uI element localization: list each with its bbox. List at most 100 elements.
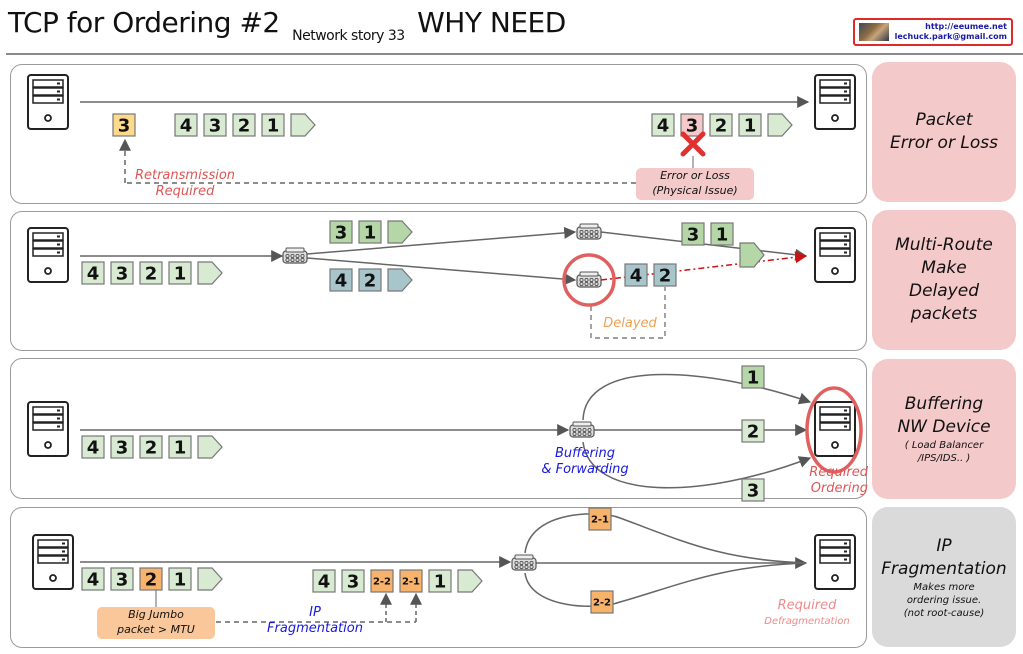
- side-text: Multi-Route: [895, 235, 993, 255]
- packet-box: [399, 569, 423, 593]
- server-led: [57, 417, 60, 420]
- server-led: [844, 243, 847, 246]
- packet-label: 4: [335, 271, 348, 292]
- packet-label: 3: [686, 116, 699, 137]
- server-led: [62, 542, 65, 545]
- router-port: [572, 431, 577, 436]
- packet-box: [329, 220, 353, 244]
- server-drive: [32, 406, 64, 415]
- side-label-multi-route: Multi-Route Make Delayed packets: [872, 210, 1016, 350]
- sender-server: [27, 227, 69, 283]
- packet-box: [329, 268, 353, 292]
- delayed-packet: 4: [624, 263, 648, 287]
- router-port: [514, 564, 519, 569]
- router-port: [572, 428, 577, 433]
- server-led: [57, 251, 60, 254]
- label-line: IP: [309, 605, 321, 620]
- server-power: [49, 574, 57, 582]
- delayed-packet: 2: [653, 263, 677, 287]
- contact-url[interactable]: http://eeumee.net: [925, 22, 1007, 31]
- sender-packet: 1: [261, 113, 285, 137]
- router-port: [295, 254, 300, 259]
- route-a-packet: 3: [329, 220, 353, 244]
- router-top: [285, 247, 305, 253]
- router-port: [584, 278, 589, 283]
- side-note: (not root-cause): [903, 607, 985, 619]
- packet-label: 4: [318, 572, 331, 593]
- packet-head-arrow: [387, 268, 413, 292]
- note-line: Big Jumbo: [128, 608, 184, 621]
- contact-email[interactable]: lechuck.park@gmail.com: [894, 32, 1007, 41]
- router-port: [579, 278, 584, 283]
- packet-box: [370, 569, 394, 593]
- server-drive: [32, 248, 64, 257]
- packet-box: [710, 222, 734, 246]
- note-line: Error or Loss: [660, 169, 730, 182]
- server-led: [57, 409, 60, 412]
- side-text: packets: [910, 304, 978, 324]
- router-port: [529, 561, 534, 566]
- sender-packet: 3: [110, 567, 134, 591]
- router-port: [587, 428, 592, 433]
- highlight-ellipse: [805, 386, 863, 474]
- packet-label: 3: [118, 116, 131, 137]
- side-note: /IPS/IDS.. ): [917, 453, 971, 464]
- sender-server: [32, 534, 74, 590]
- page-title: TCP for Ordering #2 Network story 33 WHY…: [8, 6, 566, 44]
- fragmented-packet: 2-1: [399, 569, 423, 593]
- server-led: [844, 542, 847, 545]
- path-packet: 2: [741, 419, 765, 443]
- fragment-packet: 2-2: [590, 590, 614, 614]
- packet-box: [312, 569, 336, 593]
- router-port: [577, 431, 582, 436]
- packet-label: 4: [87, 438, 100, 459]
- packet-head-arrow: [767, 113, 793, 137]
- buffering-router-icon: [569, 421, 595, 438]
- sender-packet: 4: [81, 567, 105, 591]
- packet-box: [588, 507, 612, 531]
- required-defrag-label: Required Defragmentation: [752, 598, 862, 630]
- router-port: [589, 281, 594, 286]
- server-drive: [32, 240, 64, 249]
- server-power: [831, 574, 839, 582]
- side-note: ( Load Balancer: [904, 440, 984, 451]
- route-b-packet: 2: [358, 268, 382, 292]
- packet-box: [428, 569, 452, 593]
- packet-label: 2: [364, 271, 377, 292]
- packet-label: 1: [747, 368, 760, 389]
- packet-head-arrow: [197, 567, 223, 591]
- packet-head-arrow: [290, 113, 316, 137]
- receiver-server: [814, 534, 856, 590]
- router-port: [582, 431, 587, 436]
- label-line: Required: [155, 184, 215, 199]
- server-drive: [819, 240, 851, 249]
- fragment-packet: 2-1: [588, 507, 612, 531]
- side-text: Error or Loss: [890, 133, 998, 153]
- packet-label: 1: [174, 438, 187, 459]
- ip-fragmentation-label: IP Fragmentation: [255, 605, 375, 637]
- packet-head-arrow: [739, 242, 765, 268]
- packet-box: [110, 567, 134, 591]
- router-port: [290, 257, 295, 262]
- server-led: [844, 409, 847, 412]
- fragmented-packet: 4: [312, 569, 336, 593]
- server-drive: [32, 422, 64, 431]
- packet-label: 3: [116, 438, 129, 459]
- server-drive: [37, 539, 69, 548]
- server-drive: [819, 248, 851, 257]
- server-drive: [819, 422, 851, 431]
- router-port: [579, 233, 584, 238]
- router-top: [579, 223, 599, 229]
- receiver-server: [814, 401, 856, 457]
- server-led: [844, 417, 847, 420]
- packet-label: 4: [87, 264, 100, 285]
- packet-box: [110, 435, 134, 459]
- side-text: Delayed: [908, 281, 979, 301]
- router-port: [584, 281, 589, 286]
- router-port: [524, 564, 529, 569]
- packet-label: 1: [267, 116, 280, 137]
- packet-box: [681, 222, 705, 246]
- receiver-server: [814, 74, 856, 130]
- packet-label: 4: [630, 266, 643, 287]
